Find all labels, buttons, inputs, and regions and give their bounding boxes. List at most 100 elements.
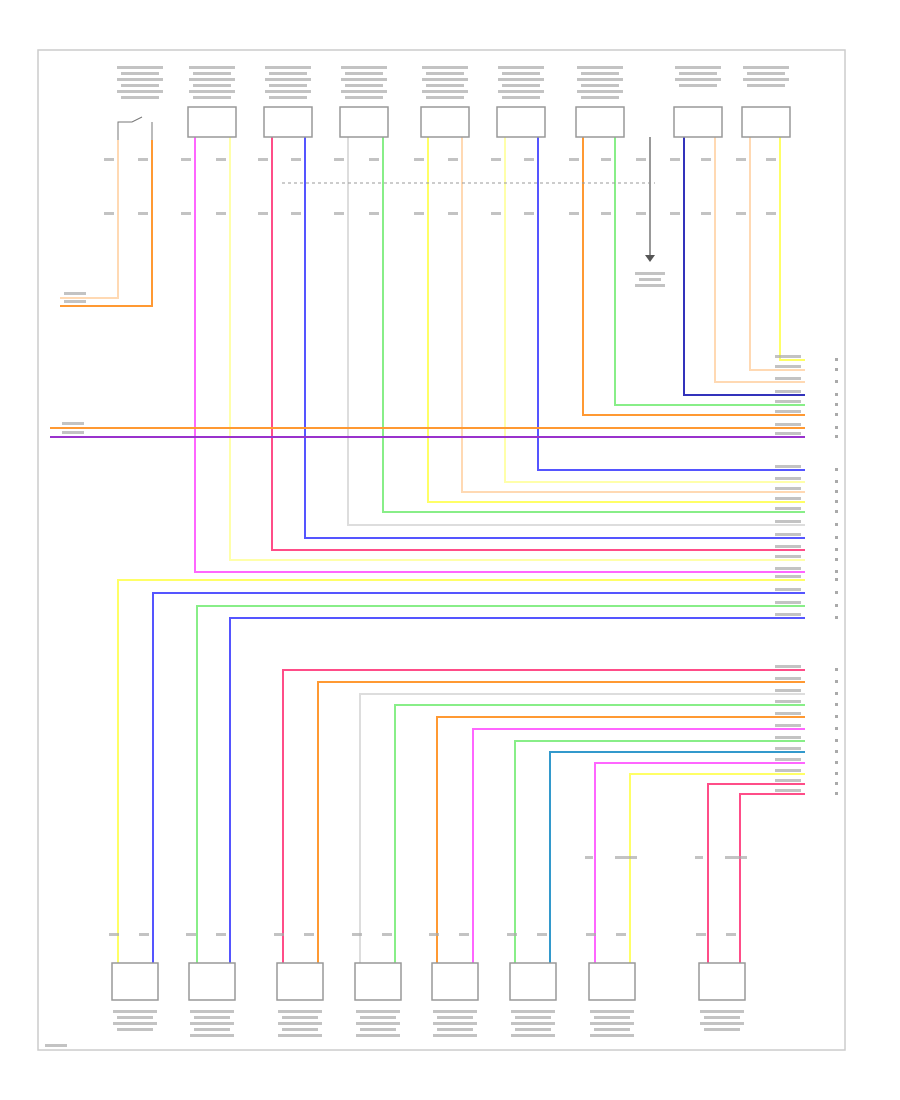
wire-label [62,431,84,434]
wire-label [775,497,801,500]
wire-label [701,158,711,161]
component-label [189,90,235,93]
component-label [498,90,544,93]
wire-label [670,212,680,215]
component-label [502,84,540,87]
wire-label [138,212,148,215]
component-label [590,1034,634,1037]
pin-number [835,715,838,718]
wire-orange-light [749,137,805,371]
switch-icon [117,116,143,140]
pin-number [835,548,838,551]
wire-red-pink [707,783,805,963]
wire-label [766,158,776,161]
pin-number [835,680,838,683]
wire-label [775,410,801,413]
component-label [117,1016,153,1019]
pin-number [835,578,838,581]
wire-label [414,158,424,161]
wire-label [448,158,458,161]
component-label [433,1010,477,1013]
wire-label [274,933,284,936]
component-label [422,78,468,81]
wire-label [601,158,611,161]
wire-label [258,212,268,215]
pin-number [835,703,838,706]
wire-label [696,933,706,936]
component-box [741,106,791,138]
component-label [121,84,159,87]
wire-yellow [779,137,805,361]
component-label [747,84,785,87]
component-label [360,1016,396,1019]
component-label [594,1028,630,1031]
pin-number [835,380,838,383]
wire-label [334,158,344,161]
component-label [117,90,163,93]
wire-label [352,933,362,936]
pin-number [835,490,838,493]
wire-orange-light [714,137,805,383]
wire-label [636,158,646,161]
component-label [278,1022,322,1025]
component-box [496,106,546,138]
wire-label [775,390,801,393]
component-label [747,72,785,75]
wire-pink [194,137,805,573]
pin-number [835,692,838,695]
wire-label [186,933,196,936]
component-label [117,1028,153,1031]
component-label [675,66,721,69]
component-label [502,72,540,75]
pin-number [835,792,838,795]
wire-label [775,724,801,727]
wire-label [104,158,114,161]
wire-label [181,212,191,215]
wire-label [775,507,801,510]
ground-symbol-icon [645,255,655,262]
wire-green [614,137,805,406]
wire-label [670,158,680,161]
component-label [190,1010,234,1013]
component-label [515,1028,551,1031]
wire-label [429,933,439,936]
component-label [581,72,619,75]
component-label [675,78,721,81]
wire-label [334,212,344,215]
wire-red-pink [739,793,805,963]
wire-label [775,758,801,761]
wire-label [62,422,84,425]
wire-label [775,747,801,750]
wire-label [775,567,801,570]
component-box [698,962,746,1001]
component-label [190,1034,234,1037]
component-label [356,1022,400,1025]
component-label [193,84,231,87]
component-label [743,78,789,81]
wire-label [775,677,801,680]
wire-yellow-light [229,137,805,561]
wire-yellow-light [504,137,805,483]
wire-label [507,933,517,936]
component-label [117,66,163,69]
component-label [278,1010,322,1013]
wire-label [291,158,301,161]
component-label [265,90,311,93]
component-label [278,1034,322,1037]
component-label [113,1010,157,1013]
pin-number [835,727,838,730]
wire-label [775,520,801,523]
component-label [581,84,619,87]
component-label [498,78,544,81]
wire-label [775,769,801,772]
pin-number [835,739,838,742]
wire-label [104,212,114,215]
pin-number [835,782,838,785]
wire-label [601,212,611,215]
component-label [341,78,387,81]
wire-blue [152,592,805,963]
wire-teal [549,751,805,963]
wire-label [775,779,801,782]
wire-label [369,158,379,161]
wire-label [586,933,596,936]
